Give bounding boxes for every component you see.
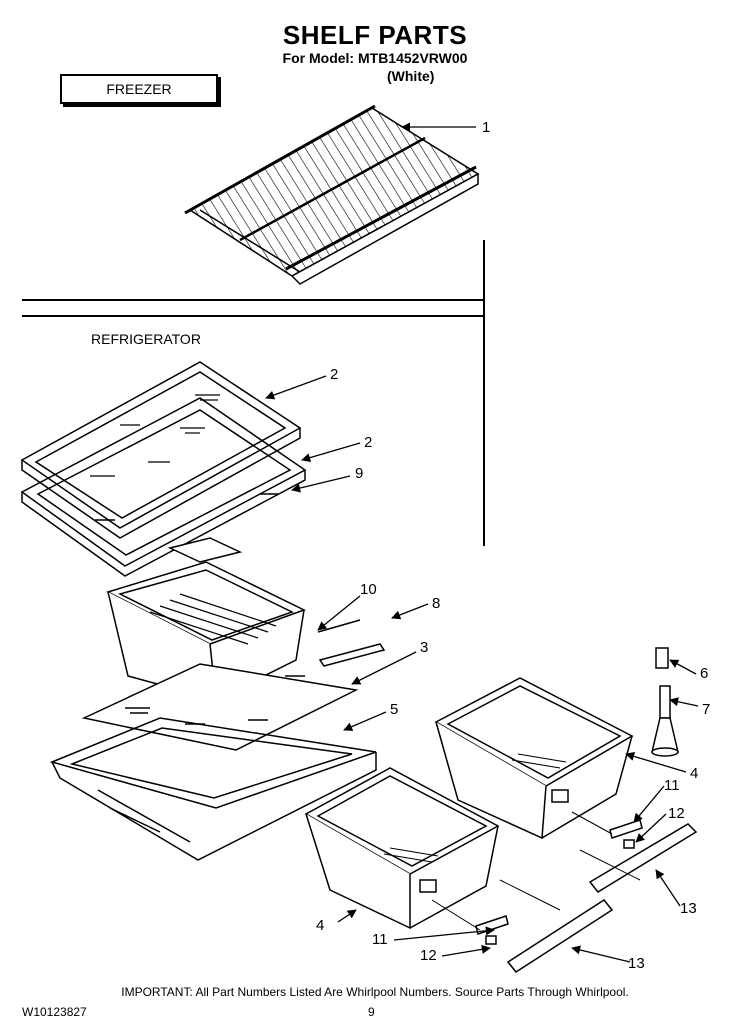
crisper-drawer-right: [434, 677, 634, 840]
callout-2-lower: 2: [364, 434, 372, 451]
page-title: SHELF PARTS: [282, 20, 468, 50]
shelf-frame-lower: [20, 397, 307, 577]
refrigerator-section-label: REFRIGERATOR: [91, 331, 201, 347]
slide-clips: [475, 819, 643, 945]
callout-13-right: 13: [680, 900, 697, 917]
callout-8: 8: [432, 595, 440, 612]
model-color: (White): [387, 68, 435, 84]
callout-11-left: 11: [372, 931, 388, 948]
freezer-section-label: FREEZER: [60, 74, 218, 104]
callout-numbers: 1 2 2 9 10 8 3 5 6 7 4 11 12 13 4 11 12 …: [316, 119, 710, 972]
callout-2-upper: 2: [330, 366, 338, 383]
page-number: 9: [368, 1005, 375, 1019]
model-number: For Model: MTB1452VRW00: [282, 50, 468, 66]
callout-4-left: 4: [316, 917, 324, 934]
callout-6: 6: [700, 665, 708, 682]
glass-crisper-cover: [81, 663, 359, 751]
footer-note: IMPORTANT: All Part Numbers Listed Are W…: [121, 985, 629, 999]
callout-12-right: 12: [668, 805, 685, 822]
crisper-cover-frame: [49, 717, 377, 861]
freezer-label-text: FREEZER: [106, 81, 172, 97]
callout-3: 3: [420, 639, 428, 656]
callout-13-left: 13: [628, 955, 645, 972]
glass-shelf-upper: [20, 361, 302, 539]
crisper-cover-trim: [317, 619, 386, 667]
section-dividers: [22, 240, 485, 546]
callout-7: 7: [702, 701, 710, 718]
callout-10: 10: [360, 581, 377, 598]
callout-1: 1: [482, 119, 490, 136]
callout-9: 9: [355, 465, 363, 482]
callout-12-left: 12: [420, 947, 437, 964]
callout-4-right: 4: [690, 765, 698, 782]
guide-lines: [431, 811, 641, 931]
document-id: W10123827: [22, 1005, 87, 1019]
leader-lines: [265, 122, 699, 963]
callout-5: 5: [390, 701, 398, 718]
crisper-drawer-left: [304, 767, 500, 930]
callout-11-right: 11: [664, 777, 680, 794]
drawer-slides: [506, 823, 698, 973]
humidity-control: [651, 647, 679, 757]
freezer-wire-shelf: [184, 104, 480, 285]
